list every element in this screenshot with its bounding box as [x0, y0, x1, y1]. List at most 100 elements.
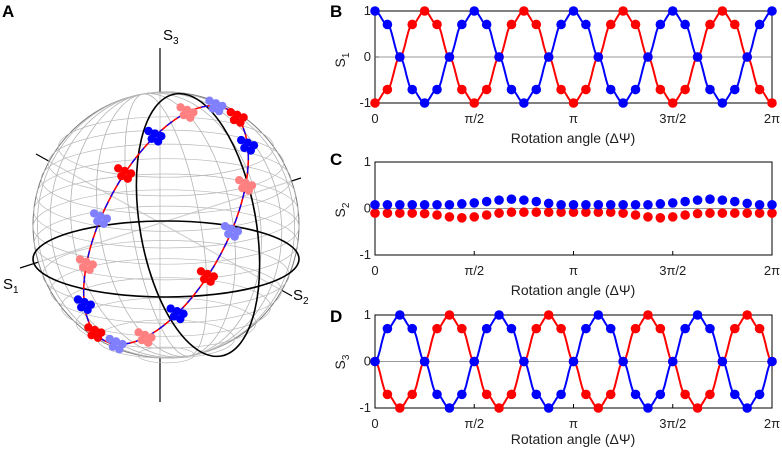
sphere-grid	[32, 91, 300, 364]
blue-data-point-d	[370, 356, 380, 367]
sphere-data-point	[233, 227, 243, 236]
sphere-data-point	[182, 105, 192, 115]
blue-data-point-c	[680, 196, 690, 207]
red-data-point-b	[531, 19, 542, 30]
red-data-point-b	[568, 98, 579, 108]
blue-data-point-b	[506, 84, 517, 95]
blue-data-point-d	[767, 356, 777, 367]
sphere-data-point	[176, 103, 185, 112]
blue-data-point-c	[667, 198, 678, 208]
s1-label: S1	[3, 276, 19, 296]
red-data-point-d	[742, 310, 752, 320]
sphere-data-point	[218, 101, 227, 111]
sphere-data-point	[241, 178, 250, 187]
blue-data-point-b	[556, 19, 566, 30]
sphere-data-point	[166, 304, 175, 313]
xtick-label-c: π	[569, 263, 578, 278]
xtick-label-c: π/2	[464, 263, 484, 278]
blue-data-point-b	[655, 19, 666, 30]
red-data-point-c	[395, 208, 405, 218]
red-data-point-c	[494, 208, 504, 218]
blue-data-point-c	[618, 199, 628, 210]
blue-data-point-c	[581, 199, 591, 210]
xtick-label-b: π	[569, 111, 578, 126]
sphere-data-point	[209, 272, 218, 281]
red-data-point-d	[692, 403, 703, 413]
blue-data-point-c	[692, 195, 703, 205]
sphere-latitude-line	[47, 129, 285, 197]
blue-data-point-b	[680, 19, 690, 30]
red-data-point-c	[481, 210, 492, 220]
red-data-point-c	[692, 208, 703, 219]
s3-label: S3	[163, 27, 179, 47]
red-data-point-c	[605, 207, 616, 218]
red-data-point-d	[506, 389, 517, 400]
blue-data-point-b	[568, 6, 579, 16]
blue-data-point-c	[705, 194, 715, 204]
data-marks-c	[370, 194, 777, 223]
red-data-point-c	[457, 213, 467, 223]
blue-data-point-d	[605, 323, 616, 334]
blue-data-point-c	[419, 199, 430, 210]
red-data-point-b	[729, 19, 740, 30]
sphere-data-point	[189, 108, 198, 117]
ylabel-d: S3	[332, 354, 352, 369]
red-data-point-d	[457, 323, 467, 334]
blue-data-point-b	[407, 84, 418, 95]
blue-data-point-b	[494, 52, 504, 62]
red-data-point-b	[680, 84, 690, 95]
sphere-data-point	[172, 307, 182, 316]
red-data-point-b	[667, 98, 678, 108]
red-data-point-b	[481, 84, 492, 95]
blue-data-point-b	[370, 6, 380, 16]
red-data-point-d	[481, 389, 492, 400]
blue-data-point-b	[767, 6, 777, 16]
blue-data-point-d	[494, 310, 504, 320]
blue-data-point-c	[395, 199, 405, 210]
red-data-point-c	[419, 208, 430, 219]
red-data-point-b	[382, 84, 393, 95]
red-data-point-b	[655, 84, 666, 95]
blue-data-point-c	[519, 195, 529, 205]
red-data-point-d	[680, 389, 690, 400]
ytick-label-b: 1	[364, 3, 371, 18]
red-data-point-b	[407, 19, 418, 30]
blue-data-point-b	[593, 52, 604, 62]
blue-data-point-b	[667, 6, 678, 16]
red-data-point-c	[444, 212, 455, 222]
blue-data-point-b	[643, 52, 653, 62]
sphere-data-point	[220, 222, 230, 231]
red-data-point-b	[506, 19, 517, 30]
s2-label: S2	[293, 287, 309, 307]
blue-data-point-c	[407, 199, 418, 210]
blue-data-point-d	[692, 310, 703, 320]
red-data-point-b	[581, 84, 591, 95]
ytick-label-b: 0	[364, 49, 371, 64]
trajectory-blue	[83, 105, 249, 345]
ylabel-c: S2	[332, 202, 352, 217]
xtick-label-b: 2π	[764, 111, 780, 126]
blue-data-point-d	[618, 356, 628, 367]
panel-letter-d: D	[330, 307, 342, 326]
blue-data-point-b	[618, 98, 628, 108]
blue-data-point-b	[742, 52, 752, 62]
sphere-data-point	[237, 135, 246, 145]
xtick-label-b: 0	[371, 111, 378, 126]
blue-data-point-d	[395, 310, 405, 320]
red-data-point-d	[729, 323, 740, 334]
blue-data-point-d	[593, 310, 604, 320]
sphere-data-point	[84, 323, 93, 332]
xtick-label-d: 3π/2	[659, 416, 686, 431]
red-data-point-c	[680, 210, 690, 220]
blue-data-point-c	[543, 198, 554, 209]
blue-data-point-d	[729, 389, 740, 400]
xlabel-c: Rotation angle (ΔΨ)	[511, 282, 636, 298]
blue-data-point-b	[605, 84, 616, 95]
blue-data-point-d	[581, 323, 591, 334]
blue-data-point-b	[481, 19, 492, 30]
sphere-data-point	[144, 126, 153, 136]
red-data-point-b	[717, 6, 728, 16]
sphere-data-point	[89, 209, 99, 218]
xtick-label-b: π/2	[464, 111, 484, 126]
